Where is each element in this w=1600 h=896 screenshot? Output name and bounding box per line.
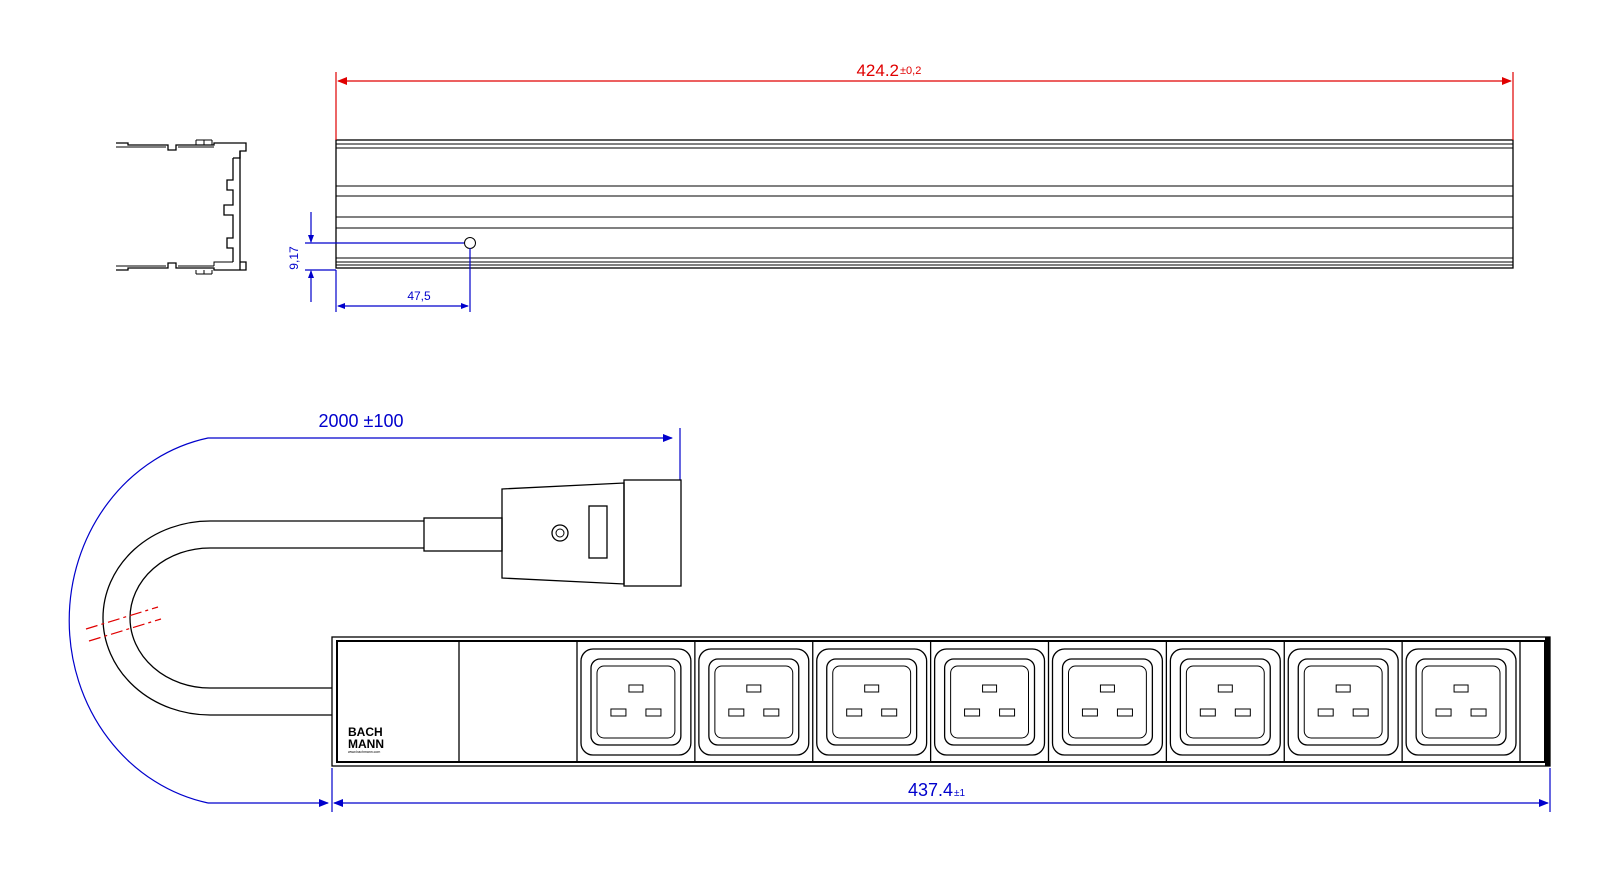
power-cable <box>85 520 424 716</box>
plug-screw-icon <box>551 524 569 542</box>
c19-outlet <box>812 641 928 762</box>
outlet-slot-icon <box>1199 708 1216 717</box>
outlet-slot-icon <box>1217 684 1233 693</box>
outlet-slot-icon <box>1335 684 1351 693</box>
outlet-slot-icon <box>1234 708 1251 717</box>
hole-offset-dimension: 47,5 <box>335 248 471 312</box>
outlet-slot-icon <box>1116 708 1133 717</box>
outlet-slot-icon <box>746 684 762 693</box>
c19-outlet <box>1283 641 1399 762</box>
brand-logo-line2: MANN <box>348 737 384 751</box>
outlet-slot-icon <box>1470 708 1487 717</box>
c19-outlet <box>1401 641 1517 762</box>
brand-url: www.bachmann.com <box>348 750 380 754</box>
c19-outlet <box>1047 641 1164 762</box>
cable-length-dimension: 2000 ±100 <box>68 411 681 807</box>
outlet-slot-icon <box>628 684 644 693</box>
outlet-slot-icon <box>846 708 863 717</box>
plug-latch <box>588 505 608 559</box>
profile-cross-section <box>116 139 247 275</box>
outlet-slot-icon <box>1453 684 1469 693</box>
outlet-slot-icon <box>864 684 880 693</box>
rail-length-tolerance: ±0,2 <box>900 65 921 77</box>
c20-plug <box>423 479 682 587</box>
outlet-slot-icon <box>1099 684 1115 693</box>
outlet-slot-icon <box>728 708 745 717</box>
outlet-slot-icon <box>964 708 981 717</box>
hole-height-dimension: 9,17 <box>287 212 464 302</box>
hole-offset-label: 47,5 <box>407 289 431 303</box>
outlet-slot-icon <box>1352 708 1369 717</box>
hole-height-label: 9,17 <box>287 246 301 270</box>
brand-logo-line1: BACH <box>348 725 383 739</box>
outlet-slot-icon <box>1081 708 1098 717</box>
mounting-hole <box>464 237 476 249</box>
total-length-dimension: 437.4 ±1 <box>331 768 1551 812</box>
c19-outlet <box>929 641 1046 762</box>
total-length-label: 437.4 <box>908 780 953 800</box>
outlet-slot-icon <box>645 708 662 717</box>
outlet-slot-icon <box>1435 708 1452 717</box>
pdu-body: BACH MANN www.bachmann.com <box>331 636 1551 767</box>
rail-length-dimension: 424.2 ±0,2 <box>335 61 1514 140</box>
outlet-slot-icon <box>881 708 898 717</box>
c19-outlet <box>580 648 692 756</box>
rail-side-view <box>335 139 1514 269</box>
outlet-slot-icon <box>1317 708 1334 717</box>
c19-outlet <box>1165 641 1281 762</box>
outlet-slot-icon <box>982 684 998 693</box>
outlet-slot-icon <box>999 708 1016 717</box>
total-length-tolerance: ±1 <box>954 788 965 799</box>
outlet-slot-icon <box>763 708 780 717</box>
outlet-slot-icon <box>610 708 627 717</box>
cable-length-label: 2000 ±100 <box>319 411 404 431</box>
c19-outlet-row <box>580 641 1517 762</box>
rail-length-label: 424.2 <box>856 61 899 80</box>
c19-outlet <box>694 641 810 762</box>
